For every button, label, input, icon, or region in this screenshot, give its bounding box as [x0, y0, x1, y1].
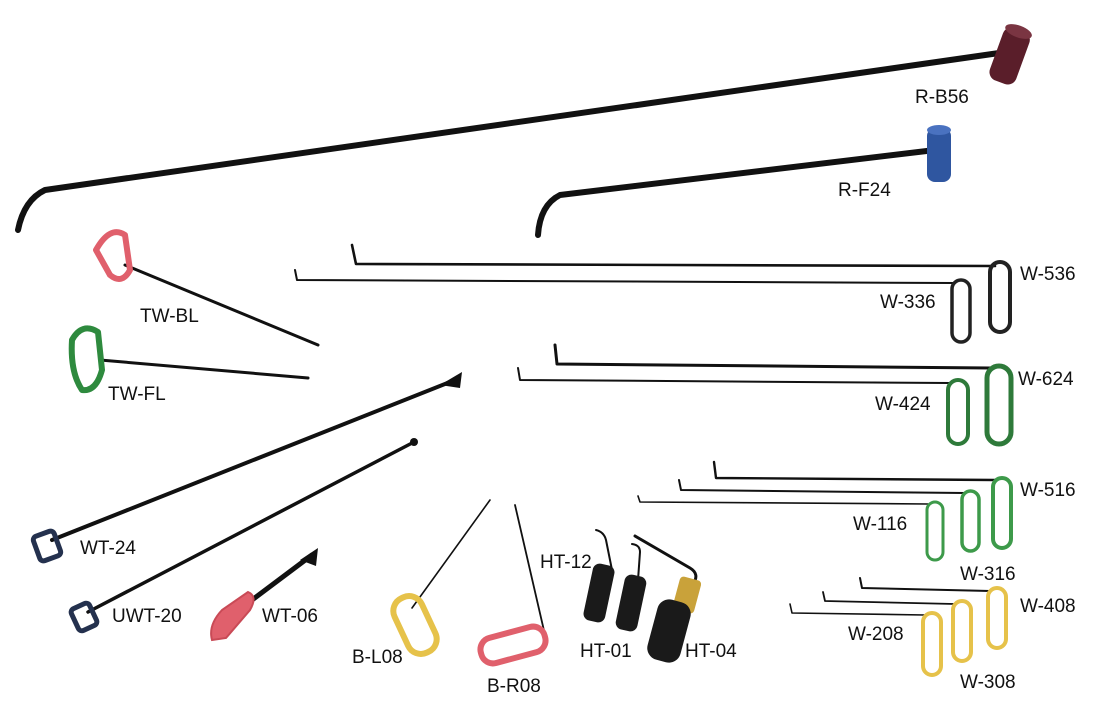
label-w-208: W-208	[848, 624, 904, 645]
tool-wt-24	[30, 372, 462, 564]
label-uwt-20: UWT-20	[112, 606, 182, 627]
label-b-r08: B-R08	[487, 676, 541, 697]
tool-w-536	[350, 243, 1012, 334]
label-ht-12: HT-12	[540, 552, 592, 573]
label-w-516: W-516	[1020, 480, 1076, 501]
label-tw-bl: TW-BL	[140, 306, 199, 327]
label-w-308: W-308	[960, 672, 1016, 693]
tool-tw-fl	[68, 325, 310, 394]
tool-w-308	[822, 591, 973, 663]
label-w-336: W-336	[880, 292, 936, 313]
label-wt-06: WT-06	[262, 606, 318, 627]
label-ht-01: HT-01	[580, 641, 632, 662]
tool-r-f24	[535, 125, 951, 238]
label-w-424: W-424	[875, 394, 931, 415]
tool-w-208	[789, 603, 943, 677]
label-ht-04: HT-04	[685, 641, 737, 662]
label-r-f24: R-F24	[838, 180, 891, 201]
tool-w-336	[294, 269, 972, 344]
label-w-116: W-116	[853, 514, 907, 535]
tool-r-b56	[15, 24, 1032, 233]
tool-w-116	[637, 495, 945, 562]
label-w-624: W-624	[1018, 369, 1074, 390]
tool-w-424	[517, 367, 970, 446]
tool-w-316	[678, 479, 981, 553]
tool-ht-12	[583, 529, 615, 623]
tool-tw-bl	[93, 229, 320, 347]
tool-ht-01	[615, 543, 647, 632]
tool-b-l08	[390, 499, 491, 657]
tool-b-r08	[477, 504, 549, 667]
label-b-l08: B-L08	[352, 647, 403, 668]
label-w-536: W-536	[1020, 264, 1076, 285]
label-wt-24: WT-24	[80, 538, 136, 559]
label-w-408: W-408	[1020, 596, 1076, 617]
tool-wt-06	[210, 548, 318, 642]
tool-w-516	[712, 460, 1013, 550]
tool-w-624	[553, 343, 1014, 447]
label-w-316: W-316	[960, 564, 1016, 585]
tool-ht-04	[633, 534, 702, 663]
label-r-b56: R-B56	[915, 87, 969, 108]
label-tw-fl: TW-FL	[108, 384, 166, 405]
tool-uwt-20	[68, 438, 418, 634]
tool-w-408	[859, 577, 1008, 650]
